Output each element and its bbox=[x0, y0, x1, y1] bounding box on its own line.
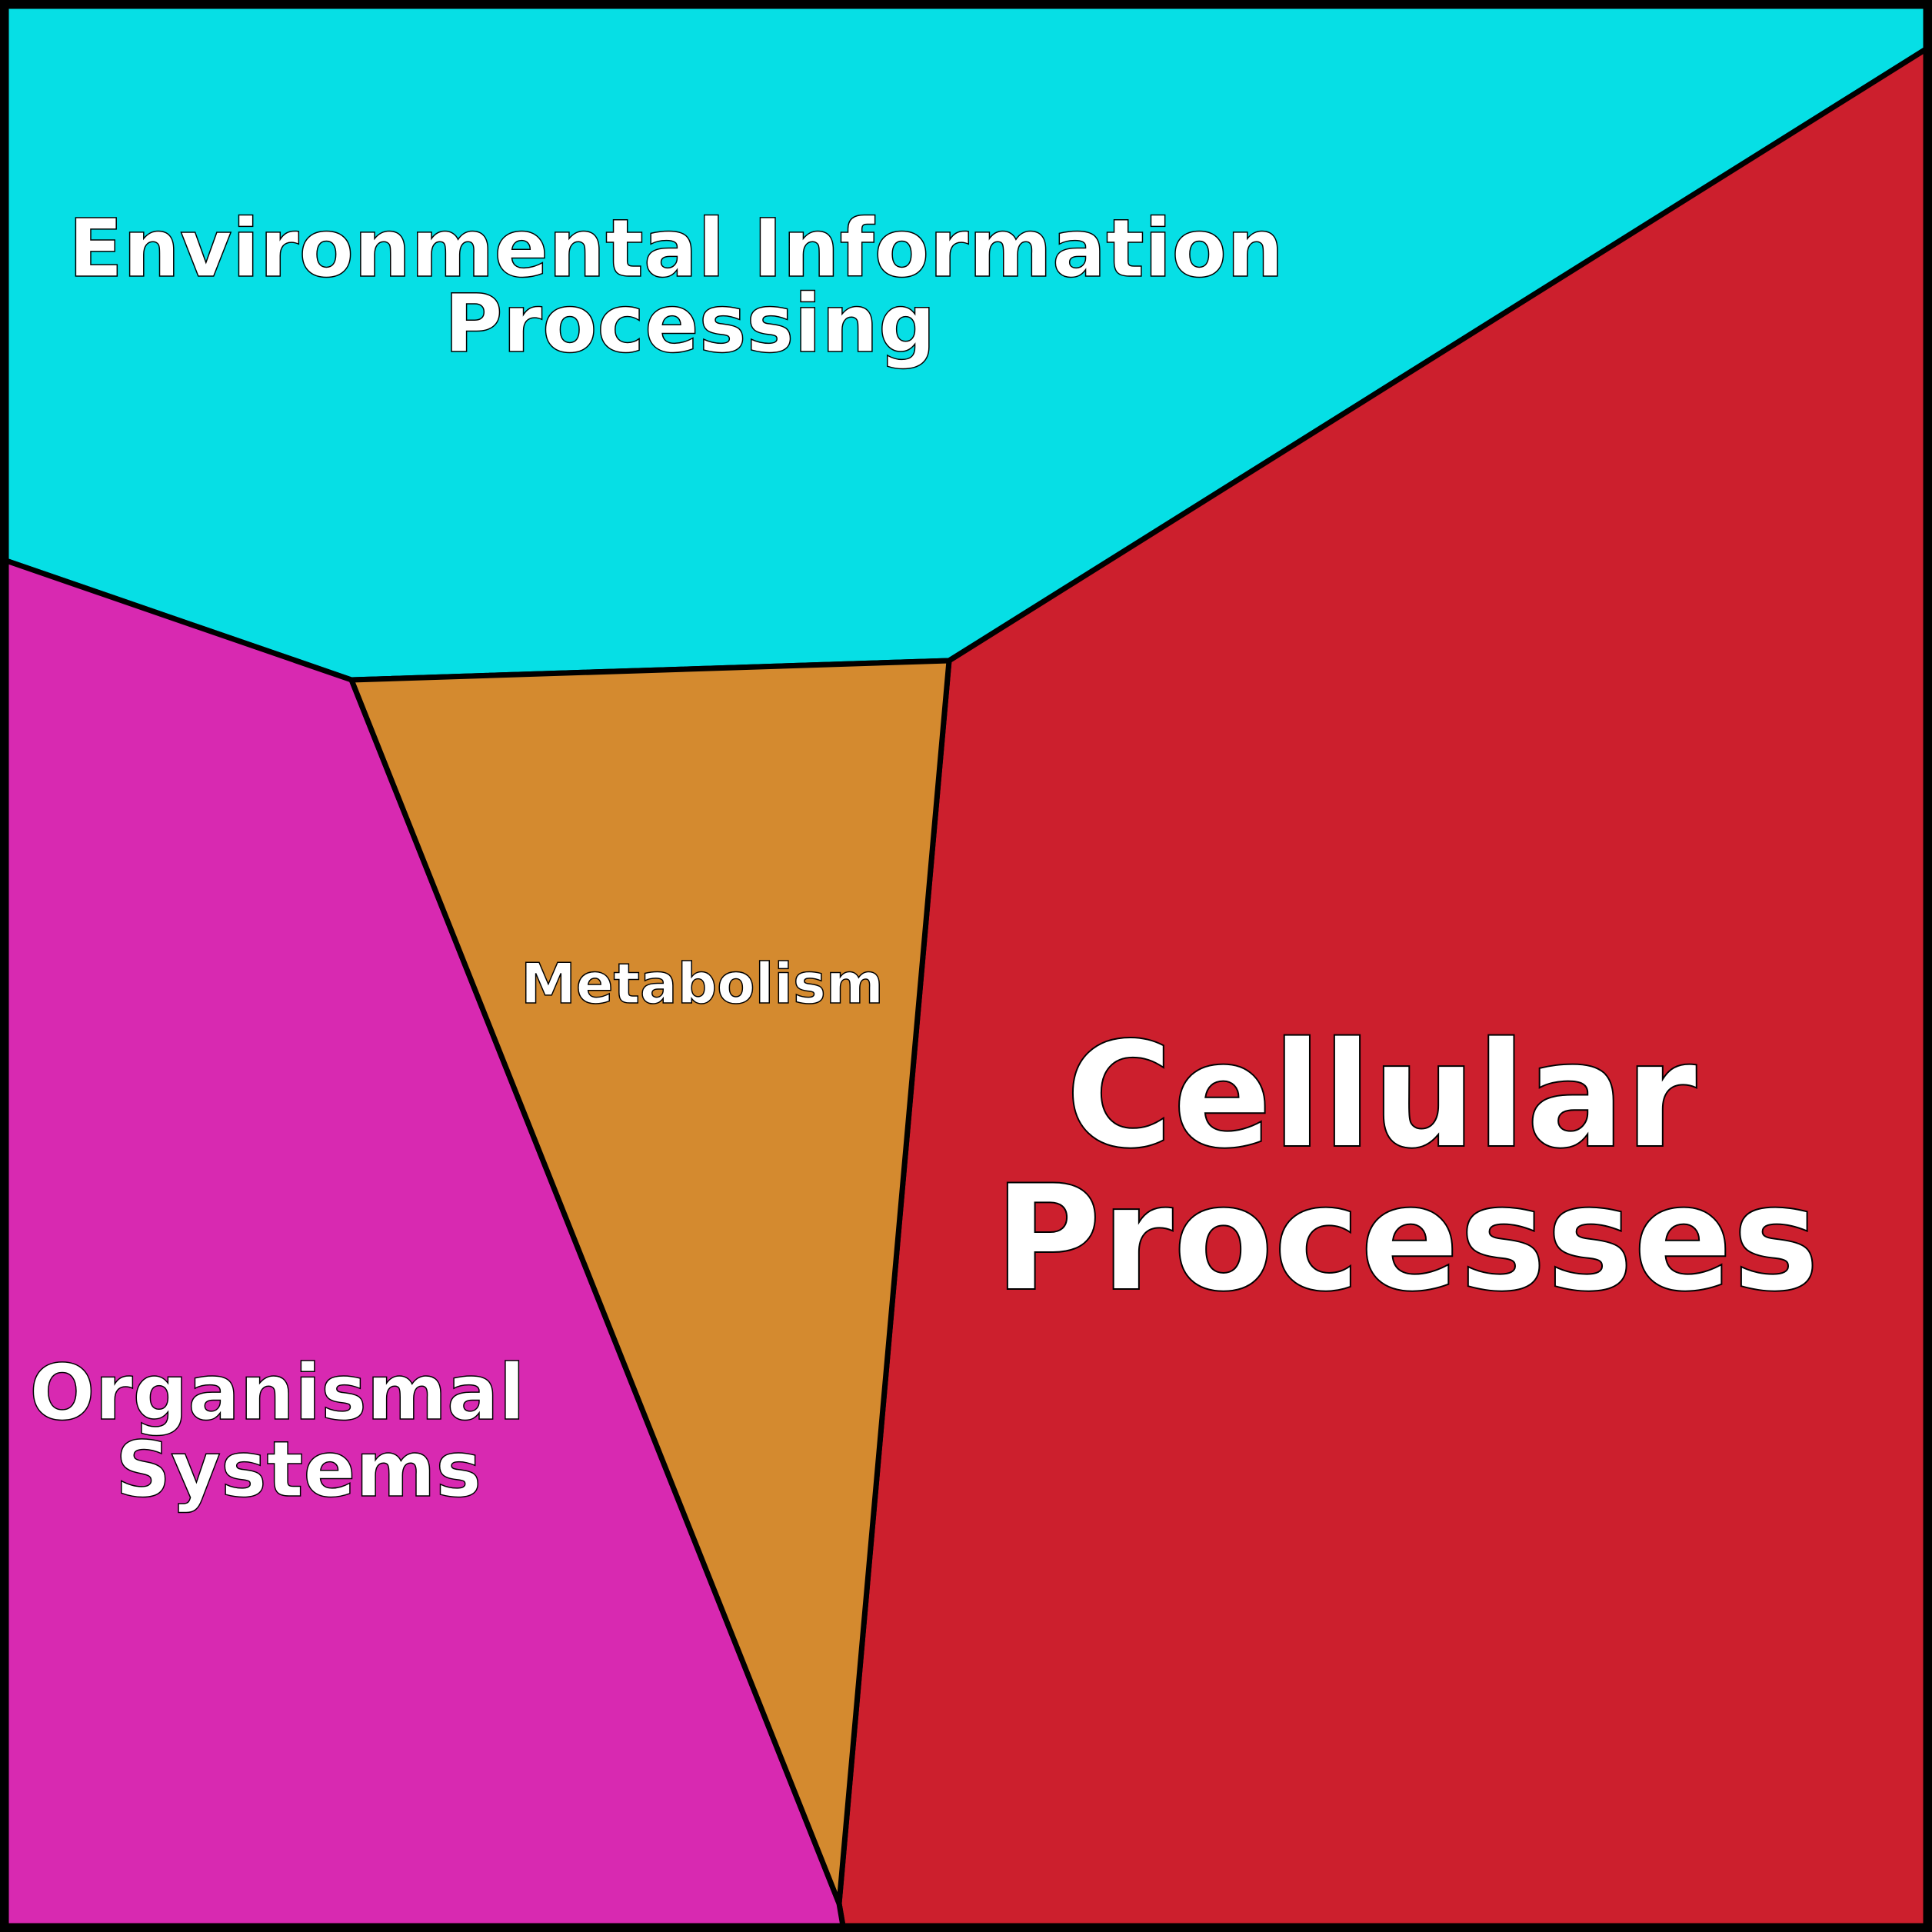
label-line: Cellular bbox=[1065, 1011, 1697, 1181]
cell-label-cellular-processes: Cellular Processes bbox=[994, 1011, 1819, 1324]
label-line: Processing bbox=[444, 277, 935, 371]
label-line: Environmental Information bbox=[68, 202, 1284, 295]
label-line: Metabolism bbox=[521, 951, 884, 1016]
label-line: Systems bbox=[115, 1424, 481, 1514]
cell-metabolism bbox=[348, 658, 952, 1907]
cell-label-metabolism: Metabolism bbox=[521, 951, 884, 1016]
cell-label-organismal-systems: Organismal Systems bbox=[29, 1347, 551, 1514]
label-line: Processes bbox=[994, 1154, 1819, 1324]
cell-label-environmental-information-processing: Environmental Information Processing bbox=[68, 202, 1311, 371]
label-line: Organismal bbox=[29, 1347, 525, 1437]
